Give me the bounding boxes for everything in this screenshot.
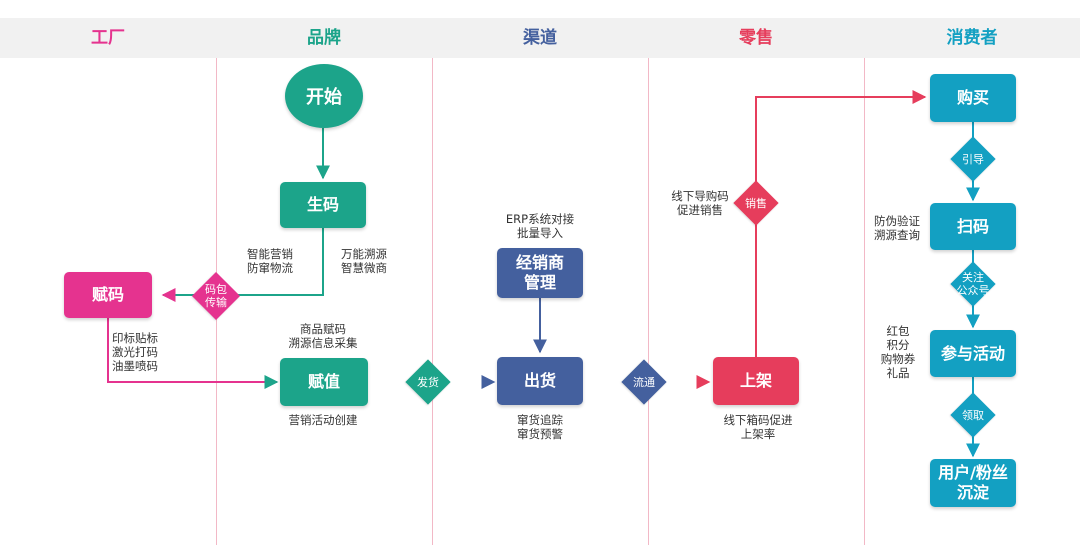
shelve-node[interactable]: 上架 (713, 357, 799, 405)
assign-code-node[interactable]: 赋码 (64, 272, 152, 318)
goods-code-note: 商品赋码 溯源信息采集 (288, 322, 358, 350)
edge-assign-to-value (107, 318, 279, 389)
sales-label: 销售 (745, 196, 767, 210)
lane-header-bar (0, 18, 1080, 58)
dealer-management-node[interactable]: 经销商 管理 (497, 248, 583, 298)
code-transfer-label: 码包 传输 (205, 283, 227, 309)
lane-title-factory: 工厂 (91, 28, 125, 48)
trace-note: 万能溯源 智慧微商 (341, 247, 387, 275)
join-activity-node[interactable]: 参与活动 (930, 330, 1016, 377)
tracking-note: 窜货追踪 窜货预警 (517, 413, 563, 441)
offline-promo-note: 线下导购码 促进销售 (671, 189, 729, 217)
edge-shelve-to-purchase (755, 90, 927, 357)
lane-divider-2 (432, 58, 433, 545)
purchase-node[interactable]: 购买 (930, 74, 1016, 122)
user-fans-node[interactable]: 用户/粉丝 沉淀 (930, 459, 1016, 507)
start-node[interactable]: 开始 (285, 64, 363, 128)
print-note: 印标贴标 激光打码 油墨喷码 (112, 331, 158, 373)
dispatch-label: 发货 (417, 375, 439, 389)
claim-label: 领取 (962, 408, 984, 422)
assign-value-node[interactable]: 赋值 (280, 358, 368, 406)
lane-divider-3 (648, 58, 649, 545)
marketing-note: 智能营销 防窜物流 (247, 247, 293, 275)
generate-code-node[interactable]: 生码 (280, 182, 366, 228)
circulate-label: 流通 (633, 375, 655, 389)
follow-label: 关注 公众号 (956, 271, 990, 297)
ship-out-node[interactable]: 出货 (497, 357, 583, 405)
anticounterfeit-note: 防伪验证 溯源查询 (874, 214, 920, 242)
lane-divider-4 (864, 58, 865, 545)
campaign-note: 营销活动创建 (288, 413, 358, 427)
scan-node[interactable]: 扫码 (930, 203, 1016, 250)
lane-title-channel: 渠道 (523, 28, 557, 48)
guide-label: 引导 (962, 152, 984, 166)
erp-note: ERP系统对接 批量导入 (505, 212, 575, 240)
lane-title-consumer: 消费者 (946, 28, 998, 48)
lane-title-retail: 零售 (739, 28, 773, 48)
lane-title-brand: 品牌 (307, 28, 341, 48)
rewards-note: 红包 积分 购物券 礼品 (880, 324, 916, 380)
offline-box-note: 线下箱码促进 上架率 (723, 413, 793, 441)
